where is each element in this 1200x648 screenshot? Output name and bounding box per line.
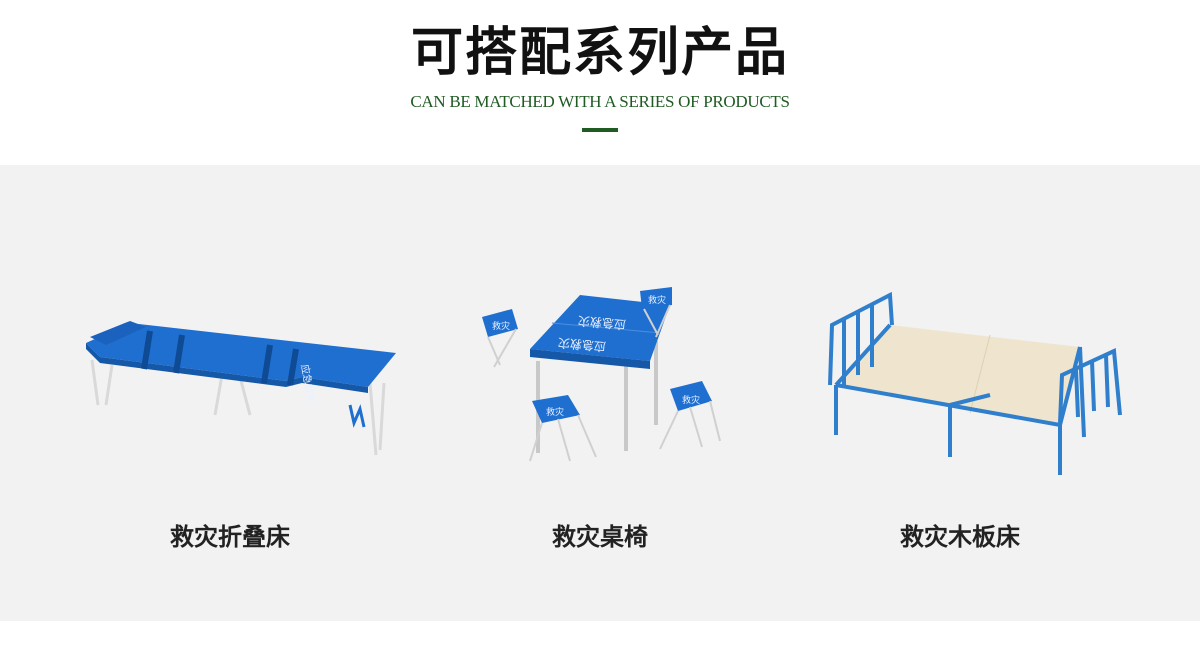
- section-title: 可搭配系列产品: [410, 22, 789, 83]
- product-card-table-chairs[interactable]: 应急救灾 应急救灾 救灾 救灾 救灾 救灾: [420, 165, 780, 621]
- svg-text:救灾: 救灾: [682, 394, 700, 406]
- svg-text:救灾: 救灾: [648, 294, 666, 306]
- svg-text:救灾: 救灾: [546, 406, 564, 418]
- svg-text:救灾: 救灾: [492, 320, 510, 332]
- wood-plank-bed-image: [828, 291, 1122, 475]
- product-label[interactable]: 救灾折叠床: [170, 522, 290, 551]
- section-header: 可搭配系列产品 CAN BE MATCHED WITH A SERIES OF …: [0, 0, 1200, 165]
- section-subtitle: CAN BE MATCHED WITH A SERIES OF PRODUCTS: [410, 92, 790, 111]
- table-chairs-image: 应急救灾 应急救灾 救灾 救灾 救灾 救灾: [482, 287, 721, 462]
- svg-text:应急救灾: 应急救灾: [557, 335, 606, 354]
- product-label[interactable]: 救灾木板床: [900, 522, 1020, 551]
- product-label[interactable]: 救灾桌椅: [552, 522, 648, 551]
- svg-text:应急救灾: 应急救灾: [577, 313, 626, 332]
- product-card-wood-bed[interactable]: 救灾木板床: [780, 165, 1140, 621]
- product-card-folding-cot[interactable]: 应急救灾 救灾折叠床: [50, 165, 410, 621]
- title-underline: [582, 128, 618, 132]
- products-panel: 应急救灾 救灾折叠床 应急救灾 应急救灾 救灾: [0, 165, 1200, 621]
- folding-cot-image: 应急救灾: [86, 321, 396, 456]
